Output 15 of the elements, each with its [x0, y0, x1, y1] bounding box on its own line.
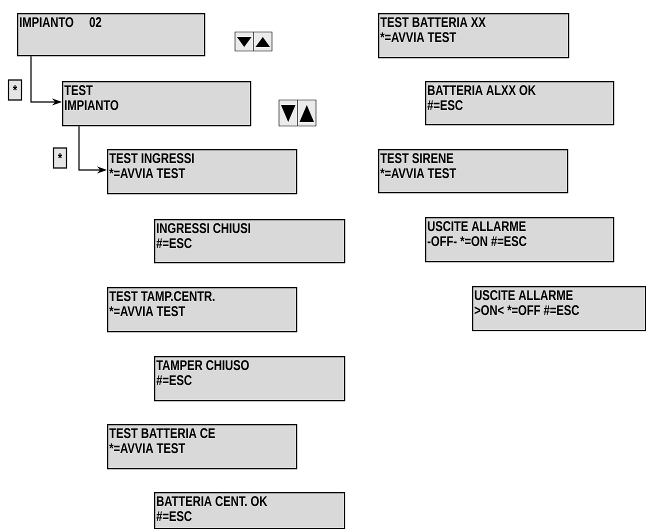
display-screen: TEST BATTERIA CE *=AVVIA TEST: [107, 424, 298, 470]
display-screen: TEST SIRENE *=AVVIA TEST: [378, 149, 568, 194]
display-screen: TEST INGRESSI *=AVVIA TEST: [107, 149, 298, 194]
key-label: *: [52, 147, 68, 169]
display-screen: IMPIANTO 02: [17, 13, 206, 56]
display-screen: USCITE ALLARME >ON< *=OFF #=ESC: [472, 286, 646, 332]
display-screen: TEST IMPIANTO: [62, 81, 252, 126]
display-screen: USCITE ALLARME -OFF- *=ON #=ESC: [425, 217, 614, 262]
display-screen: BATTERIA ALXX OK #=ESC: [425, 81, 614, 126]
display-screen: INGRESSI CHIUSI #=ESC: [154, 219, 346, 264]
key-label: *: [8, 79, 22, 101]
display-screen: BATTERIA CENT. OK #=ESC: [154, 492, 346, 529]
display-screen: TEST BATTERIA XX *=AVVIA TEST: [378, 13, 570, 58]
display-screen: TEST TAMP.CENTR. *=AVVIA TEST: [107, 286, 298, 332]
display-screen: TAMPER CHIUSO #=ESC: [154, 356, 346, 402]
